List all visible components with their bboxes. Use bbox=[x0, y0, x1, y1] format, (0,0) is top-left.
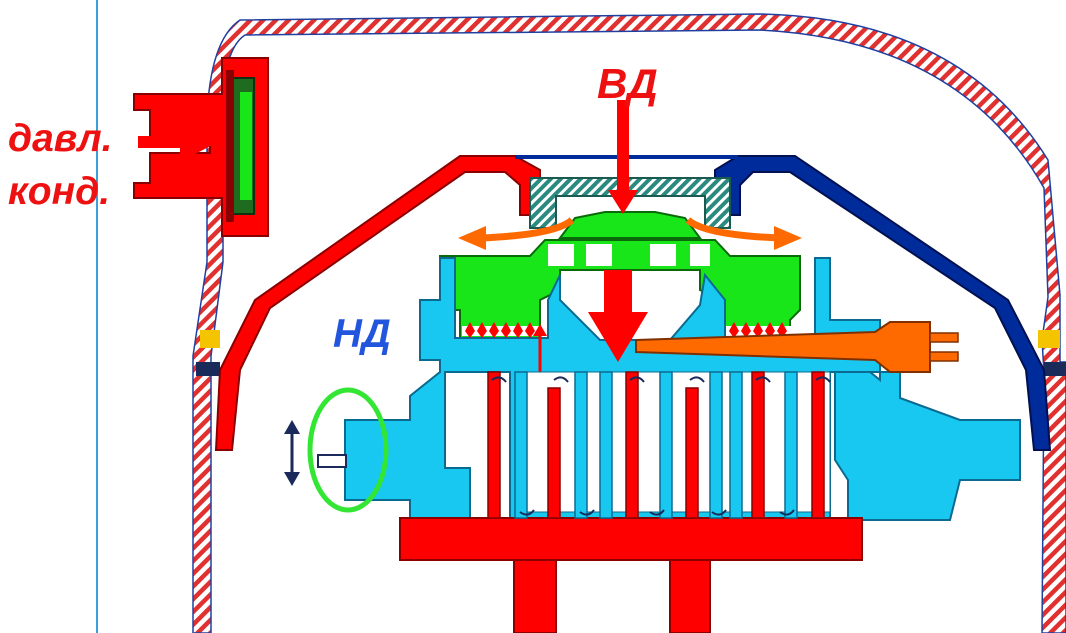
pressure-dots-left bbox=[462, 322, 544, 338]
condenser-pressure-label-line2: конд. bbox=[8, 170, 111, 213]
axial-compliance-indicator bbox=[307, 387, 389, 513]
right-yellow-seal bbox=[1038, 330, 1060, 348]
injection-tube bbox=[635, 321, 959, 373]
fixed-scroll-vanes bbox=[514, 371, 798, 519]
discharge-arrow-right-icon bbox=[685, 217, 802, 250]
central-flow-arrow-icon bbox=[588, 270, 648, 362]
high-pressure-arrow-icon bbox=[608, 100, 638, 214]
green-valve-body bbox=[439, 211, 801, 339]
discharge-arrow-left-icon bbox=[458, 217, 575, 250]
condenser-pressure-port bbox=[133, 57, 269, 237]
valve-plate bbox=[529, 177, 731, 229]
pressure-arrow-icon bbox=[138, 122, 218, 162]
condenser-pressure-label-line1: давл. bbox=[8, 117, 113, 160]
scroll-tip-seals bbox=[491, 376, 831, 516]
orbiting-scroll bbox=[399, 371, 863, 633]
compressor-shell bbox=[192, 13, 1066, 633]
low-pressure-label: НД bbox=[333, 312, 391, 356]
left-navy-band bbox=[196, 362, 220, 376]
right-navy-band bbox=[1044, 362, 1066, 376]
left-yellow-seal bbox=[200, 330, 220, 348]
vertical-double-arrow-icon bbox=[284, 420, 300, 486]
pressure-dots-right bbox=[726, 322, 796, 338]
high-pressure-label: ВД bbox=[597, 60, 658, 107]
